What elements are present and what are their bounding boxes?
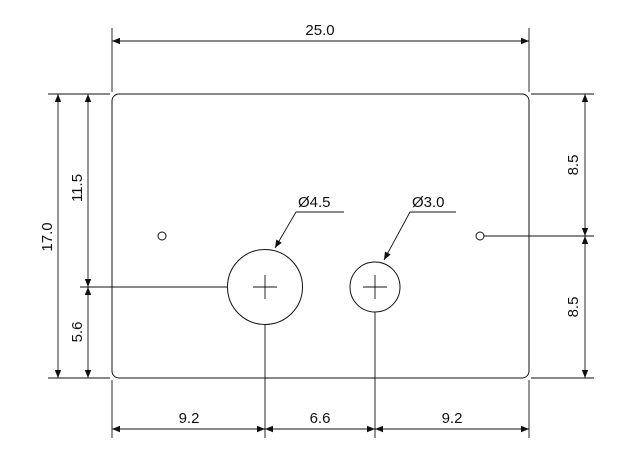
bottom-chain-dimension: 9.2 6.6 9.2: [111, 312, 530, 438]
large-hole: [227, 249, 303, 325]
medium-hole: [349, 261, 401, 313]
bottom-right-dim-label: 9.2: [442, 410, 463, 427]
left-chain-dimension: 11.5 5.6: [69, 94, 228, 378]
large-hole-leader: Ø4.5: [274, 194, 344, 249]
left-height-dimension: 17.0: [39, 93, 110, 379]
left-upper-dim-label: 11.5: [69, 174, 86, 202]
right-upper-dim-label: 8.5: [565, 155, 582, 176]
bottom-mid-dim-label: 6.6: [310, 410, 331, 427]
bottom-left-dim-label: 9.2: [179, 410, 200, 427]
plate-outline: [111, 93, 530, 379]
right-chain-dimension: 8.5 8.5: [484, 93, 594, 379]
right-lower-dim-label: 8.5: [565, 297, 582, 318]
small-hole-right: [475, 231, 485, 241]
large-hole-diameter-label: Ø4.5: [298, 194, 331, 211]
height-dim-label: 17.0: [39, 222, 56, 251]
top-width-dimension: 25.0: [111, 22, 530, 92]
small-hole-leader: Ø3.0: [383, 194, 456, 261]
left-lower-dim-label: 5.6: [69, 322, 86, 343]
small-hole-diameter-label: Ø3.0: [412, 194, 445, 211]
width-dim-label: 25.0: [305, 22, 334, 39]
small-hole-left: [157, 231, 167, 241]
